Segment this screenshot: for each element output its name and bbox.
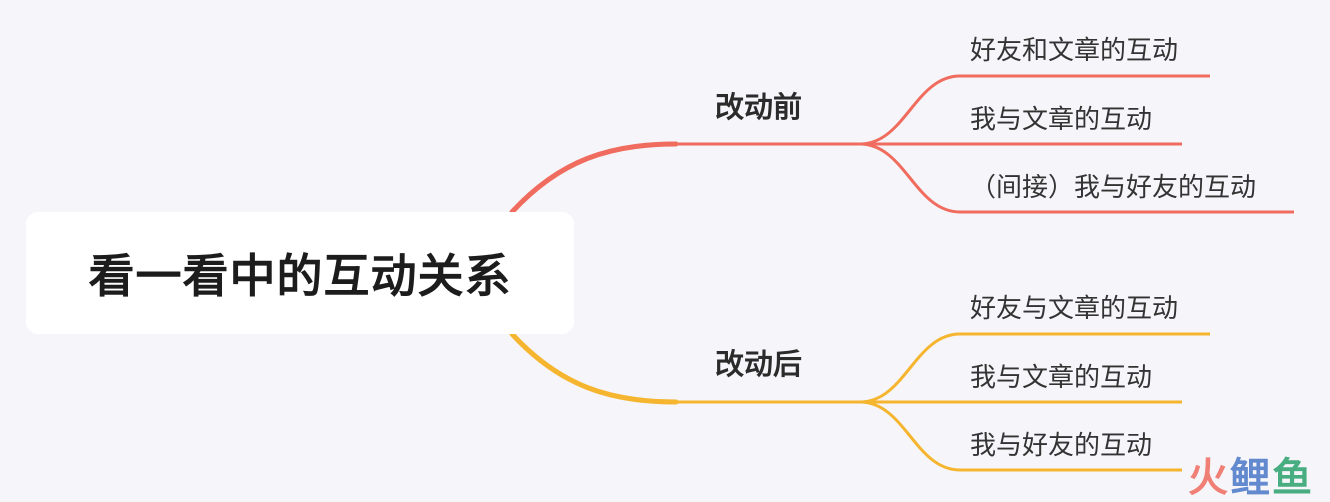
- after-leaf-1[interactable]: 好友与文章的互动: [970, 294, 1179, 324]
- after-leaf-2[interactable]: 我与文章的互动: [970, 363, 1153, 393]
- root-title: 看一看中的互动关系: [88, 249, 512, 303]
- before-leaf-1[interactable]: 好友和文章的互动: [970, 36, 1179, 66]
- root-to-before-connector: [509, 141, 679, 215]
- before-leaf-3[interactable]: （间接）我与好友的互动: [970, 173, 1257, 203]
- after-leaf-1-connector: [859, 332, 1210, 404]
- branch-label-after[interactable]: 改动后: [715, 347, 803, 381]
- watermark-char-2: 鲤: [1230, 455, 1270, 501]
- branch-label-before[interactable]: 改动前: [715, 90, 803, 124]
- after-leaf-3[interactable]: 我与好友的互动: [970, 431, 1153, 461]
- root-to-after-connector: [509, 331, 679, 405]
- watermark-logo: 火 鲤 鱼: [1188, 458, 1312, 498]
- watermark-char-3: 鱼: [1272, 455, 1312, 501]
- before-leaf-1-connector: [859, 74, 1210, 146]
- after-leaf-3-connector: [859, 400, 1182, 472]
- watermark-char-1: 火: [1188, 455, 1228, 501]
- before-leaf-3-connector: [859, 142, 1294, 214]
- root-node[interactable]: 看一看中的互动关系: [26, 212, 574, 334]
- before-leaf-2[interactable]: 我与文章的互动: [970, 105, 1153, 135]
